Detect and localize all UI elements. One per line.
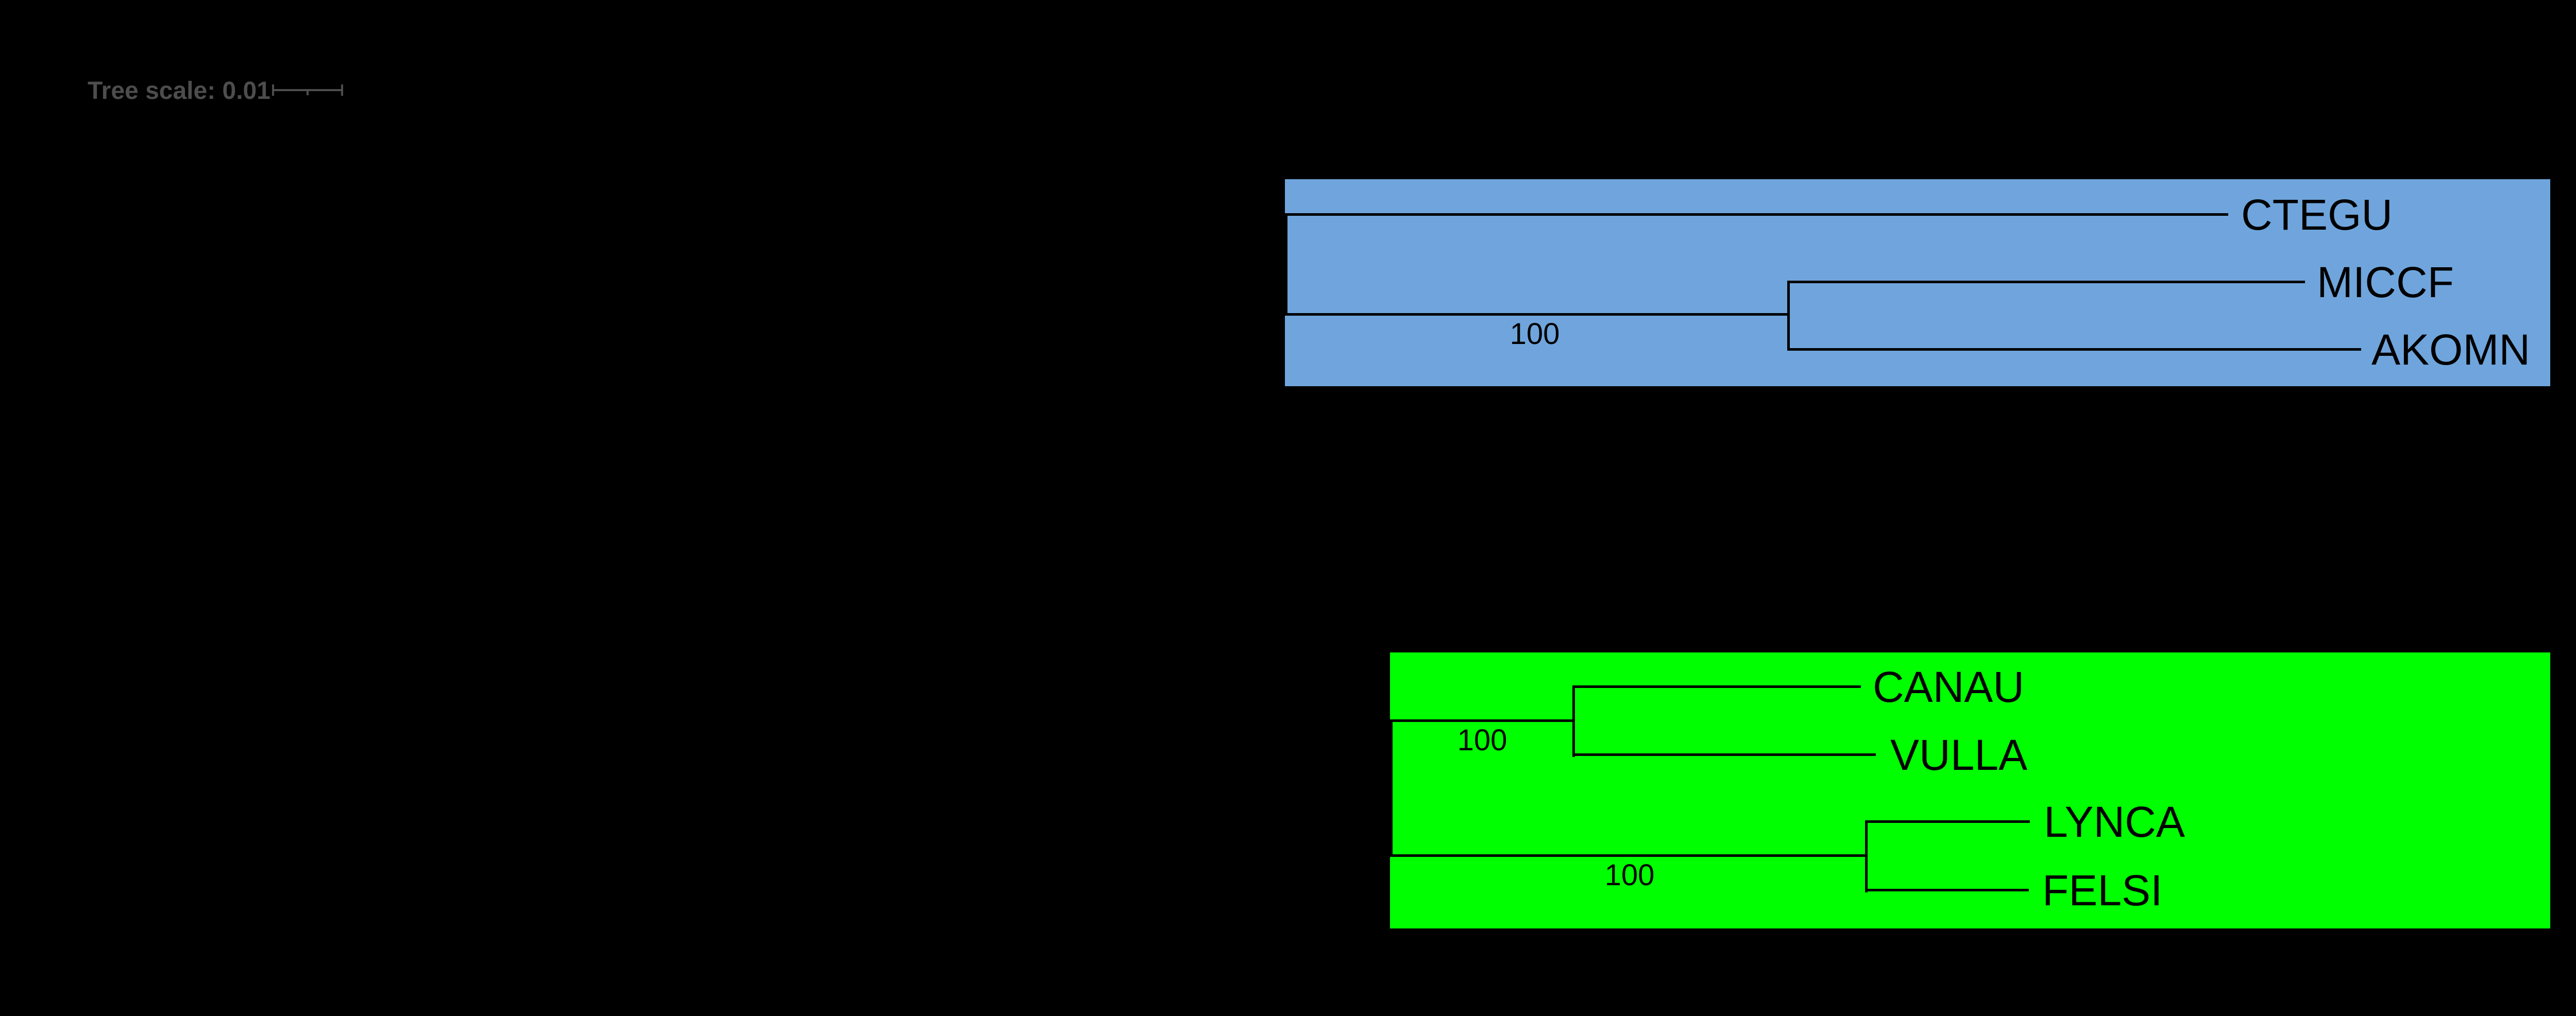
tip-label-ctegu[interactable]: CTEGU [2241,191,2393,239]
branch-ctegu [1285,213,2228,216]
connector-canau-vulla [1572,685,1575,757]
support-label-lynca-felsi: 100 [1604,858,1655,892]
branch-lynca-felsi-ancestor [1390,854,1865,857]
tip-label-vulla[interactable]: VULLA [1890,731,2028,779]
clade-highlight-green[interactable] [1390,652,2550,928]
branch-vulla [1572,753,1876,756]
branch-akomn [1787,348,2361,351]
connector-blue-root [1285,213,1287,316]
tree-scale-bar-right-cap [341,84,343,96]
branch-felsi [1865,889,2029,891]
branch-miccf [1787,281,2305,283]
tip-label-akomn[interactable]: AKOMN [2371,325,2531,374]
tip-label-canau[interactable]: CANAU [1873,663,2025,711]
support-label-canau-vulla: 100 [1457,724,1507,757]
tree-scale-bar-middle-tick [307,90,309,95]
connector-miccf-akomn [1787,281,1790,351]
connector-green-root [1390,719,1393,857]
tip-label-lynca[interactable]: LYNCA [2044,798,2185,846]
support-label-miccf-akomn: 100 [1510,317,1560,351]
connector-lynca-felsi [1865,820,1868,892]
tree-scale-label: Tree scale: 0.01 [88,77,270,105]
tree-scale-bar-left-cap [272,84,274,96]
branch-canau [1572,685,1861,688]
branch-canau-vulla-ancestor [1390,719,1572,722]
tip-label-miccf[interactable]: MICCF [2317,258,2454,306]
branch-miccf-akomn-ancestor [1285,313,1787,316]
tip-label-felsi[interactable]: FELSI [2042,866,2163,915]
branch-lynca [1865,820,2030,823]
